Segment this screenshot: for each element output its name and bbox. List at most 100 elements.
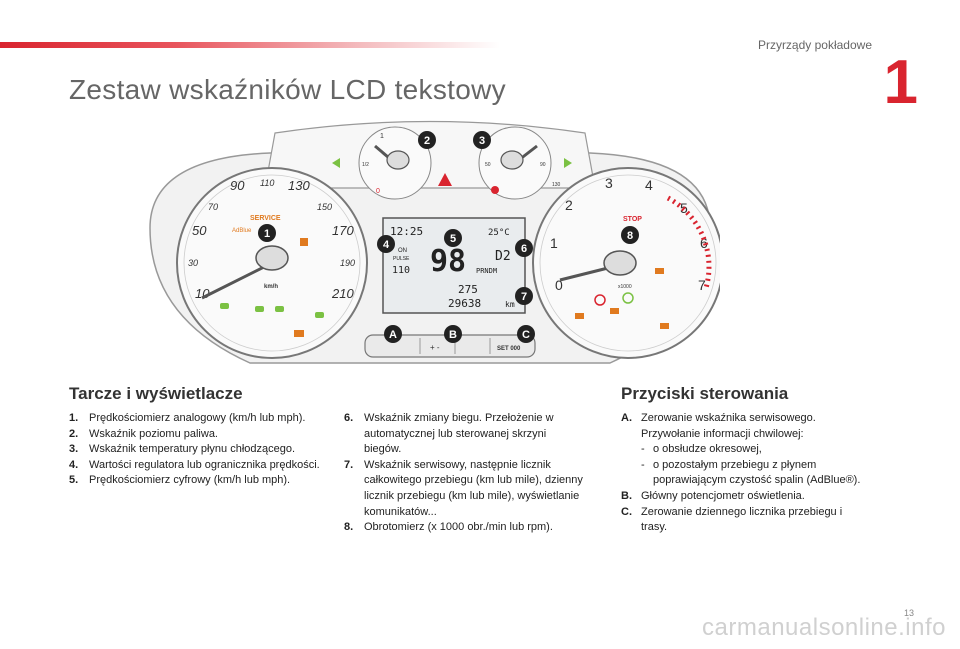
- speed-tick: 170: [332, 223, 354, 238]
- item-key: 6.: [344, 412, 354, 424]
- temperature-gauge: 50 90 130: [478, 126, 561, 200]
- callout-3: 3: [479, 135, 485, 147]
- lcd-trip-mileage: 275: [458, 283, 478, 296]
- item-text: Zerowanie dziennego licznika przebiegu i…: [641, 505, 843, 534]
- rpm-tick: 6: [700, 235, 708, 251]
- item-key: 3.: [69, 443, 79, 456]
- stop-label: STOP: [623, 216, 642, 223]
- rpm-tick: 2: [565, 197, 573, 213]
- instrument-cluster-figure: 10 30 50 70 90 110 130 150 170 190 210 k…: [149, 120, 720, 364]
- item-text: Wskaźnik temperatury płynu chłodzącego.: [89, 443, 296, 456]
- item-key: C.: [621, 505, 632, 518]
- speed-unit: km/h: [264, 284, 278, 290]
- sub-text: o pozostałym przebiegu z płynem poprawia…: [653, 458, 861, 487]
- displays-list: 1.Prędkościomierz analogowy (km/h lub mp…: [69, 411, 327, 489]
- warning-lamp-icon: [220, 303, 229, 309]
- service-label: SERVICE: [250, 215, 281, 222]
- displays-list-continued: 6. Wskaźnik zmiany biegu. Przełożenie w a…: [344, 411, 584, 536]
- list-item: 4.Wartości regulatora lub ogranicznika p…: [69, 458, 327, 474]
- item-key: A.: [621, 412, 632, 424]
- callout-c: C: [522, 329, 530, 341]
- tachometer: 0 1 2 3 4 5 6 7 STOP x1000: [532, 167, 720, 359]
- fuel-mark: 1/2: [362, 162, 369, 168]
- warning-lamp-icon: [300, 238, 308, 246]
- rpm-tick: 3: [605, 175, 613, 191]
- adblue-warning-icon: [622, 292, 634, 304]
- controls-list: A. Zerowanie wskaźnika serwisowego. Przyw…: [621, 411, 871, 536]
- item-key: B.: [621, 489, 632, 502]
- section-heading-displays: Tarcze i wyświetlacze: [69, 384, 243, 403]
- item-key: 7.: [344, 458, 354, 471]
- list-item: 7. Wskaźnik serwisowy, następnie licznik …: [344, 458, 584, 520]
- lcd-clock: 12:25: [390, 225, 423, 238]
- sub-list-item: -o obsłudze okresowej,: [641, 442, 871, 458]
- list-item: 8.Obrotomierz (x 1000 obr./min lub rpm).: [344, 520, 584, 536]
- turn-left-icon: [332, 158, 340, 168]
- warning-lamp-icon: [660, 323, 669, 329]
- list-item: 5. Prędkościomierz cyfrowy (km/h lub mph)…: [69, 473, 327, 489]
- item-key: 2.: [69, 427, 79, 440]
- temp-mark: 50: [485, 162, 491, 168]
- adblue-label: AdBlue: [232, 228, 252, 234]
- control-buttons-bar: + - SET 000: [364, 334, 536, 358]
- rpm-multiplier: x1000: [618, 284, 632, 290]
- item-key: 5.: [69, 474, 79, 487]
- sub-dash: -: [641, 443, 645, 456]
- callout-2: 2: [424, 135, 430, 147]
- lcd-gear: D2: [495, 249, 511, 264]
- callout-1: 1: [264, 228, 270, 240]
- button-c-label: SET 000: [497, 346, 521, 352]
- rpm-tick: 7: [698, 277, 706, 293]
- lcd-speed: 98: [430, 244, 466, 279]
- callout-a: A: [389, 329, 397, 341]
- sub-list: -o obsłudze okresowej, -o pozostałym prz…: [621, 442, 871, 489]
- chapter-number: 1: [883, 48, 918, 117]
- callout-7: 7: [521, 291, 527, 303]
- lcd-limit-value: 110: [392, 265, 410, 276]
- item-text: Obrotomierz (x 1000 obr./min lub rpm).: [364, 521, 553, 534]
- warning-lamp-icon: [575, 313, 584, 319]
- rpm-tick: 0: [555, 277, 563, 293]
- callout-b: B: [449, 329, 457, 341]
- item-text: Wskaźnik serwisowy, następnie licznik ca…: [364, 458, 583, 518]
- lcd-km-unit: km: [505, 300, 515, 309]
- warning-lamp-icon: [655, 268, 664, 274]
- speed-tick: 90: [230, 178, 245, 193]
- brake-warning-icon: [594, 294, 606, 306]
- fuel-mark: 0: [376, 188, 380, 195]
- warning-lamp-icon: [294, 330, 304, 337]
- item-text: Wskaźnik zmiany biegu. Przełożenie w aut…: [364, 412, 554, 456]
- fuel-gauge: 1 1/2 0: [358, 126, 452, 200]
- callout-8: 8: [627, 230, 633, 242]
- list-item: C. Zerowanie dziennego licznika przebiegu…: [621, 505, 871, 536]
- speed-tick: 70: [208, 202, 218, 212]
- list-item: 2.Wskaźnik poziomu paliwa.: [69, 427, 327, 443]
- callout-5: 5: [450, 233, 456, 245]
- lcd-outside-temp: 25°C: [488, 228, 510, 238]
- rpm-tick: 1: [550, 235, 558, 251]
- warning-lamp-icon: [315, 312, 324, 318]
- callout-6: 6: [521, 243, 527, 255]
- item-text: Prędkościomierz analogowy (km/h lub mph)…: [89, 412, 306, 424]
- page-number: 13: [903, 608, 914, 618]
- watermark: carmanualsonline.info: [702, 614, 946, 641]
- speedometer: 10 30 50 70 90 110 130 150 170 190 210 k…: [176, 167, 368, 359]
- speed-tick: 110: [260, 178, 274, 188]
- turn-right-icon: [564, 158, 572, 168]
- callout-4: 4: [383, 239, 390, 251]
- temp-mark: 90: [540, 162, 546, 168]
- button-b-label: + -: [430, 343, 440, 352]
- temp-warning-icon: [491, 186, 499, 194]
- lcd-limiter-label: ON: [398, 248, 407, 254]
- list-item: 3. Wskaźnik temperatury płynu chłodzącego…: [69, 442, 327, 458]
- item-text: Główny potencjometr oświetlenia.: [641, 489, 805, 502]
- speed-tick: 130: [288, 178, 310, 193]
- list-item: B. Główny potencjometr oświetlenia.: [621, 489, 871, 505]
- item-text: Prędkościomierz cyfrowy (km/h lub mph).: [89, 474, 291, 487]
- item-text: Zerowanie wskaźnika serwisowego. Przywoł…: [641, 412, 816, 440]
- page-title: Zestaw wskaźników LCD tekstowy: [69, 74, 506, 105]
- fuel-mark: 1: [380, 133, 384, 140]
- speed-tick: 30: [188, 258, 198, 268]
- item-text: Wartości regulatora lub ogranicznika prę…: [89, 458, 320, 471]
- speed-tick: 150: [317, 202, 332, 212]
